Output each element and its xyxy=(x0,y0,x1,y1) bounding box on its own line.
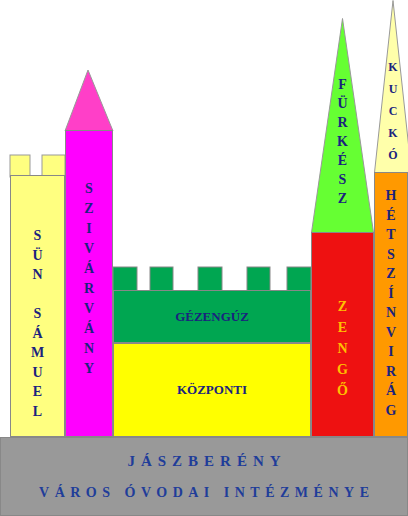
institution-name: VÁROS ÓVODAI INTÉZMÉNYE xyxy=(34,486,375,500)
tower-block: SÜN SÁMUEL xyxy=(10,175,65,437)
tower-roof: FÜRKÉSZ xyxy=(311,18,374,233)
wall-band: GÉZENGÚZ xyxy=(113,290,311,343)
group-name: GÉZENGÚZ xyxy=(175,309,249,325)
wall-merlon xyxy=(113,267,137,292)
wall-merlon xyxy=(198,267,222,292)
tower-block: ZENGŐ xyxy=(311,232,374,437)
wall-merlon xyxy=(150,267,173,292)
base-band: JÁSZBERÉNY VÁROS ÓVODAI INTÉZMÉNYE xyxy=(0,437,408,516)
wall-block: KÖZPONTI xyxy=(113,343,311,437)
group-name: FÜRKÉSZ xyxy=(336,75,350,208)
group-name: KÖZPONTI xyxy=(177,382,247,398)
group-name: HÉTSZÍNVIRÁG xyxy=(384,186,398,420)
group-name: SZIVÁRVÁNY xyxy=(82,179,96,379)
tower-merlon xyxy=(10,155,30,177)
tower-block: HÉTSZÍNVIRÁG xyxy=(374,172,408,437)
group-name: SÜN SÁMUEL xyxy=(31,226,45,421)
group-name: KUCKÓ xyxy=(387,56,399,166)
institution-name: JÁSZBERÉNY xyxy=(121,454,286,469)
tower-roof xyxy=(65,70,113,131)
tower-roof: KUCKÓ xyxy=(374,0,408,173)
tower-block: SZIVÁRVÁNY xyxy=(65,130,113,437)
group-name: ZENGŐ xyxy=(336,296,350,401)
tower-merlon xyxy=(42,155,65,177)
wall-merlon xyxy=(247,267,270,292)
wall-merlon xyxy=(287,267,311,292)
